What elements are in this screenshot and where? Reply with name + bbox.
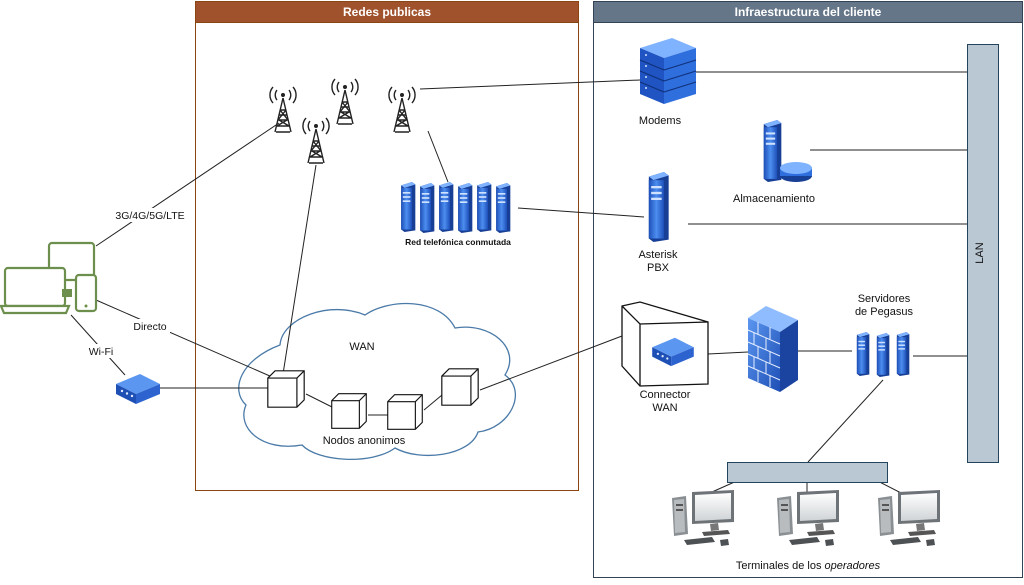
devices-icon xyxy=(0,241,98,315)
storage-label: Almacenamiento xyxy=(733,193,815,205)
connector-wan-label: WAN xyxy=(652,402,677,414)
link-tower-node xyxy=(282,164,317,375)
link-pstn-asterisk xyxy=(517,207,645,218)
lan-bar: LAN xyxy=(967,44,999,463)
wifi-link-label: Wi-Fi xyxy=(89,346,114,358)
wan-label: WAN xyxy=(349,341,374,353)
asterisk-label: Asterisk xyxy=(638,249,678,261)
pstn-label: Red telefónica conmutada xyxy=(405,237,511,247)
cube-node-icon xyxy=(267,370,305,408)
wifi-router-icon xyxy=(116,374,160,404)
link-connector-firewall xyxy=(707,351,749,355)
direct-link-label: Directo xyxy=(133,321,166,333)
cube-node-icon xyxy=(387,394,423,430)
link-tower-modems xyxy=(419,79,641,90)
link-direct xyxy=(95,299,280,381)
connector-wan-icon xyxy=(621,301,709,387)
link-mobile xyxy=(95,122,280,247)
mobile-link-label: 3G/4G/5G/LTE xyxy=(115,210,184,222)
connector-label: Connector xyxy=(640,389,691,401)
connection-lines xyxy=(70,71,967,497)
public-networks-title: Redes publicas xyxy=(343,5,431,19)
modems-label: Modems xyxy=(639,115,682,127)
link-tower-pstn xyxy=(427,130,449,183)
link-node4-connector xyxy=(479,335,623,391)
pegasus-label-1: Servidores xyxy=(858,293,911,305)
firewall-icon xyxy=(747,306,798,392)
storage-icon xyxy=(763,120,812,182)
asterisk-pbx-server-icon xyxy=(648,172,669,242)
client-infrastructure-title: Infraestructura del cliente xyxy=(735,5,882,19)
pegasus-label-2: de Pegasus xyxy=(855,306,914,318)
link-node3-node4 xyxy=(423,394,443,411)
terminals-label: Terminales de los operadores xyxy=(736,560,881,572)
pegasus-servers-icon xyxy=(856,332,910,377)
cube-node-icon xyxy=(441,368,479,406)
nodes-label: Nodos anonimos xyxy=(323,435,406,447)
link-pegasus-switch xyxy=(807,379,884,463)
client-infrastructure-panel: Infraestructura del cliente xyxy=(593,1,1023,578)
cube-node-icon xyxy=(331,393,367,429)
pbx-label: PBX xyxy=(647,262,670,274)
link-node1-node2 xyxy=(305,393,333,408)
switch-bar xyxy=(727,462,888,483)
wan-cloud-icon xyxy=(238,302,516,460)
modems-server-icon xyxy=(639,38,697,104)
lan-label: LAN xyxy=(974,242,986,263)
